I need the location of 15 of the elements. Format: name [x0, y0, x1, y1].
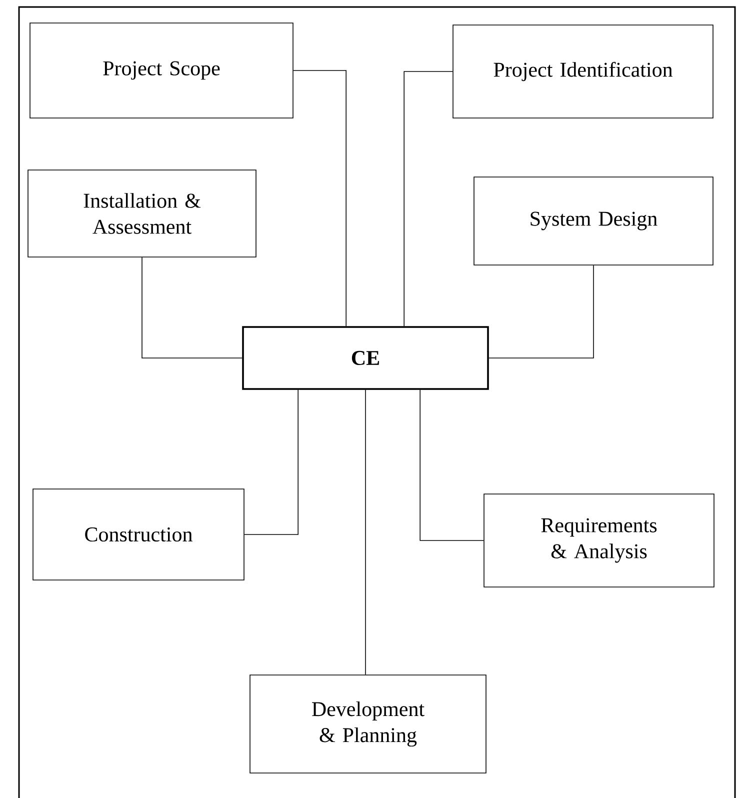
process-box: Installation & Assessment — [28, 170, 256, 258]
connector-line — [244, 390, 298, 535]
process-box: Requirements & Analysis — [484, 494, 714, 588]
connector-line — [404, 71, 453, 326]
process-box: Development & Planning — [250, 674, 486, 774]
process-box: System Design — [474, 176, 714, 266]
connector-line — [365, 390, 366, 675]
process-box: Construction — [32, 488, 244, 580]
connector-line — [142, 257, 242, 358]
connector-line — [488, 265, 594, 358]
connector-line — [420, 390, 484, 541]
process-box: Project Scope — [30, 22, 294, 118]
process-box: Project Identification — [452, 24, 714, 118]
connector-line — [293, 70, 346, 326]
central-box: CE — [242, 326, 489, 390]
